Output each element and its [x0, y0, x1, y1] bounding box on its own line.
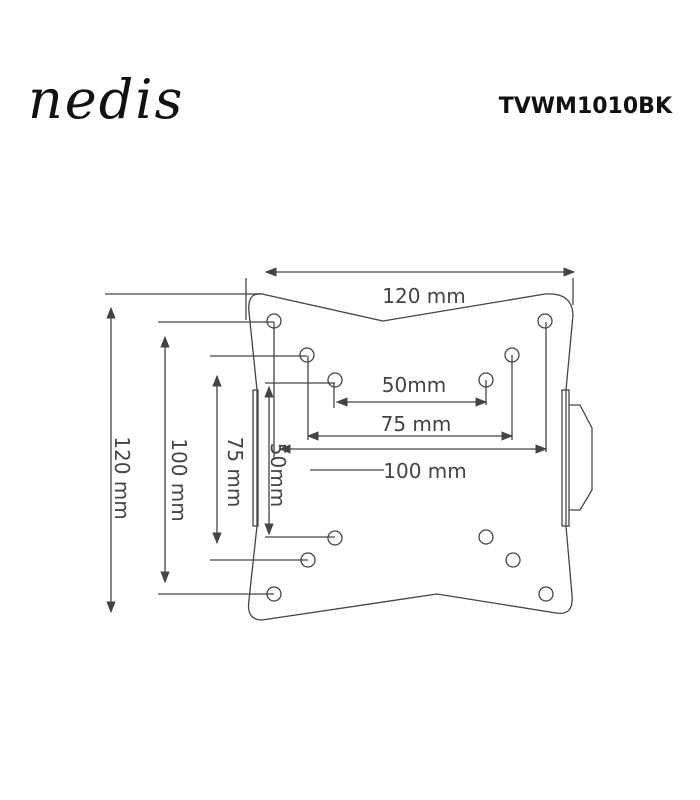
mounting-holes — [266, 313, 554, 602]
label-width-75: 75 mm — [381, 412, 452, 436]
model-number: TVWM1010BK — [498, 94, 672, 119]
hole — [299, 347, 315, 363]
label-height-120: 120 mm — [110, 436, 134, 520]
hole — [538, 586, 554, 602]
brand-logo: nedis — [28, 68, 185, 131]
right-bracket — [561, 389, 570, 527]
label-width-120: 120 mm — [382, 284, 466, 308]
dimension-arrows — [106, 267, 576, 614]
extension-lines — [105, 278, 574, 595]
hole — [537, 313, 553, 329]
label-width-50: 50mm — [382, 373, 446, 397]
wall-arm-tab — [569, 404, 593, 511]
label-height-50: 50mm — [266, 443, 290, 507]
hole — [505, 552, 521, 568]
label-width-100: 100 mm — [383, 459, 467, 483]
hole — [478, 529, 494, 545]
label-height-100: 100 mm — [167, 438, 191, 522]
mounting-plate — [247, 293, 574, 621]
hole — [327, 530, 343, 546]
hole — [327, 372, 343, 388]
left-bracket — [252, 389, 259, 527]
label-height-75: 75 mm — [223, 437, 247, 508]
